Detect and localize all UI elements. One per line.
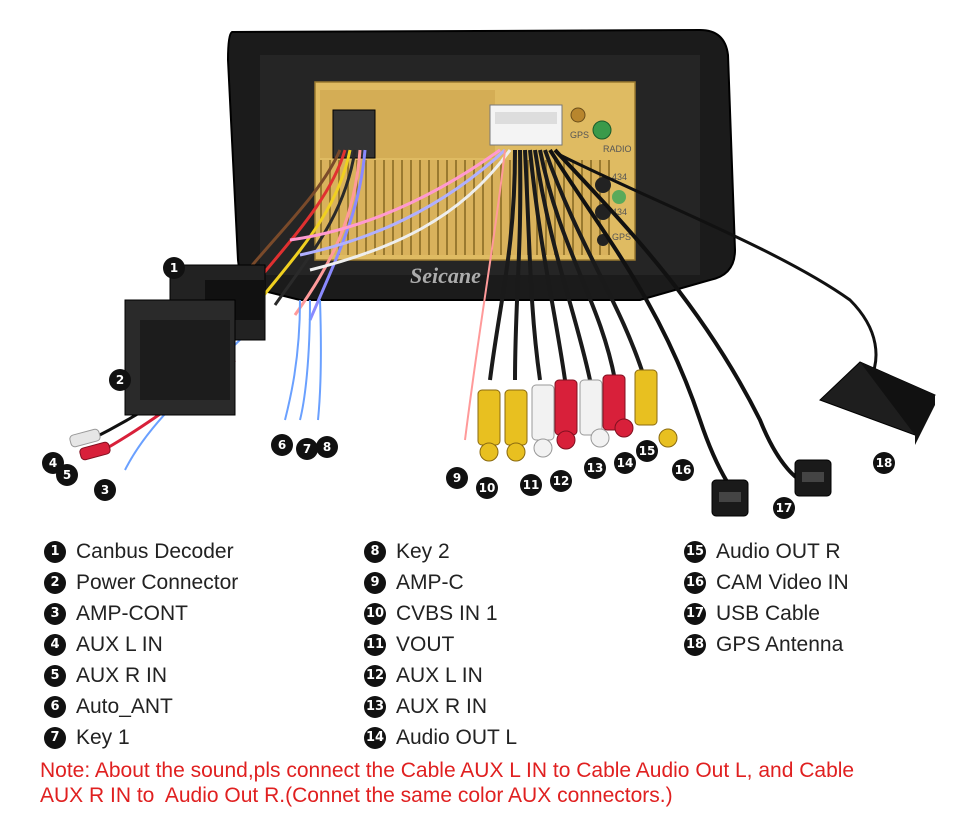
callout-12: 12	[550, 470, 572, 492]
callout-2: 2	[109, 369, 131, 391]
legend-label: USB Cable	[716, 601, 820, 625]
legend-label: Audio OUT R	[716, 539, 841, 563]
port-b-label: 434	[612, 207, 627, 217]
callout-3: 3	[94, 479, 116, 501]
gps-antenna	[819, 361, 936, 445]
note-line-1: Note: About the sound,pls connect the Ca…	[40, 759, 855, 782]
legend-label: Audio OUT L	[396, 725, 518, 749]
wiring-illustration: GPS RADIO 434 434 GPS Seicane	[69, 28, 936, 517]
gps-port-label: GPS	[570, 130, 589, 140]
brand-watermark: Seicane	[410, 263, 481, 288]
wiring-diagram: GPS RADIO 434 434 GPS Seicane	[42, 28, 936, 519]
callout-9: 9	[446, 467, 468, 489]
number-badge: 9	[364, 571, 386, 594]
legend-label: CAM Video IN	[716, 570, 849, 594]
legend-column-3: 15 Audio OUT R 16 CAM Video IN 17 USB Cable…	[684, 536, 849, 660]
legend: 1 Canbus Decoder 2 Power Connector 3 AMP-CO…	[0, 530, 980, 760]
legend-label: AUX L IN	[396, 663, 483, 687]
number-badge: 7	[44, 726, 66, 749]
legend-label: AUX L IN	[76, 632, 163, 656]
legend-label: Key 2	[396, 539, 450, 563]
legend-item: 6 Auto_ANT	[44, 691, 238, 722]
callout-18: 18	[873, 452, 895, 474]
callout-5: 5	[56, 464, 78, 486]
legend-item: 1 Canbus Decoder	[44, 536, 238, 567]
callout-17: 17	[773, 497, 795, 519]
legend-label: AUX R IN	[76, 663, 168, 687]
legend-label: Power Connector	[76, 570, 239, 594]
legend-item: 14 Audio OUT L	[364, 722, 517, 753]
radio-port-label: RADIO	[603, 144, 632, 154]
number-badge: 11	[364, 633, 386, 656]
callout-10: 10	[476, 477, 498, 499]
number-badge: 12	[364, 664, 386, 687]
legend-item: 2 Power Connector	[44, 567, 238, 598]
legend-item: 10 CVBS IN 1	[364, 598, 517, 629]
legend-label: GPS Antenna	[716, 632, 844, 656]
note-line-2: AUX R IN to Audio Out R.(Connet the same…	[40, 784, 673, 807]
legend-label: CVBS IN 1	[396, 601, 498, 625]
number-badge: 5	[44, 664, 66, 687]
callout-1: 1	[163, 257, 185, 279]
sound-connection-note: Note: About the sound,pls connect the Ca…	[40, 758, 960, 808]
number-badge: 15	[684, 540, 706, 563]
legend-label: Key 1	[76, 725, 130, 749]
callout-6: 6	[271, 434, 293, 456]
callout-13: 13	[584, 457, 606, 479]
number-badge: 4	[44, 633, 66, 656]
legend-item: 4 AUX L IN	[44, 629, 238, 660]
legend-label: Canbus Decoder	[76, 539, 234, 563]
head-unit-chassis: GPS RADIO 434 434 GPS	[314, 81, 636, 261]
callout-15: 15	[636, 440, 658, 462]
legend-item: 3 AMP-CONT	[44, 598, 238, 629]
number-badge: 10	[364, 602, 386, 625]
number-badge: 18	[684, 633, 706, 656]
legend-column-1: 1 Canbus Decoder 2 Power Connector 3 AMP-CO…	[44, 536, 238, 753]
legend-item: 18 GPS Antenna	[684, 629, 849, 660]
legend-item: 8 Key 2	[364, 536, 517, 567]
legend-item: 17 USB Cable	[684, 598, 849, 629]
number-badge: 13	[364, 695, 386, 718]
legend-label: AUX R IN	[396, 694, 488, 718]
legend-column-2: 8 Key 2 9 AMP-C 10 CVBS IN 1 11 VOUT 12 AUX L…	[364, 536, 517, 753]
legend-label: Auto_ANT	[76, 694, 173, 718]
number-badge: 17	[684, 602, 706, 625]
legend-item: 9 AMP-C	[364, 567, 517, 598]
usb-plugs	[711, 459, 832, 517]
legend-item: 5 AUX R IN	[44, 660, 238, 691]
legend-item: 11 VOUT	[364, 629, 517, 660]
callout-16: 16	[672, 459, 694, 481]
callout-14: 14	[614, 452, 636, 474]
number-badge: 14	[364, 726, 386, 749]
number-badge: 3	[44, 602, 66, 625]
callout-7: 7	[296, 438, 318, 460]
legend-item: 16 CAM Video IN	[684, 567, 849, 598]
port-c-label: GPS	[612, 232, 631, 242]
port-a-label: 434	[612, 172, 627, 182]
legend-item: 13 AUX R IN	[364, 691, 517, 722]
callout-11: 11	[520, 474, 542, 496]
legend-item: 15 Audio OUT R	[684, 536, 849, 567]
legend-item: 12 AUX L IN	[364, 660, 517, 691]
legend-label: AMP-C	[396, 570, 464, 594]
number-badge: 6	[44, 695, 66, 718]
left-rca-plugs	[69, 428, 111, 461]
legend-label: VOUT	[396, 632, 455, 656]
callout-8: 8	[316, 436, 338, 458]
number-badge: 1	[44, 540, 66, 563]
number-badge: 16	[684, 571, 706, 594]
center-rca-jacks	[477, 369, 678, 462]
legend-item: 7 Key 1	[44, 722, 238, 753]
number-badge: 2	[44, 571, 66, 594]
legend-label: AMP-CONT	[76, 601, 188, 625]
number-badge: 8	[364, 540, 386, 563]
main-harness	[89, 148, 512, 471]
